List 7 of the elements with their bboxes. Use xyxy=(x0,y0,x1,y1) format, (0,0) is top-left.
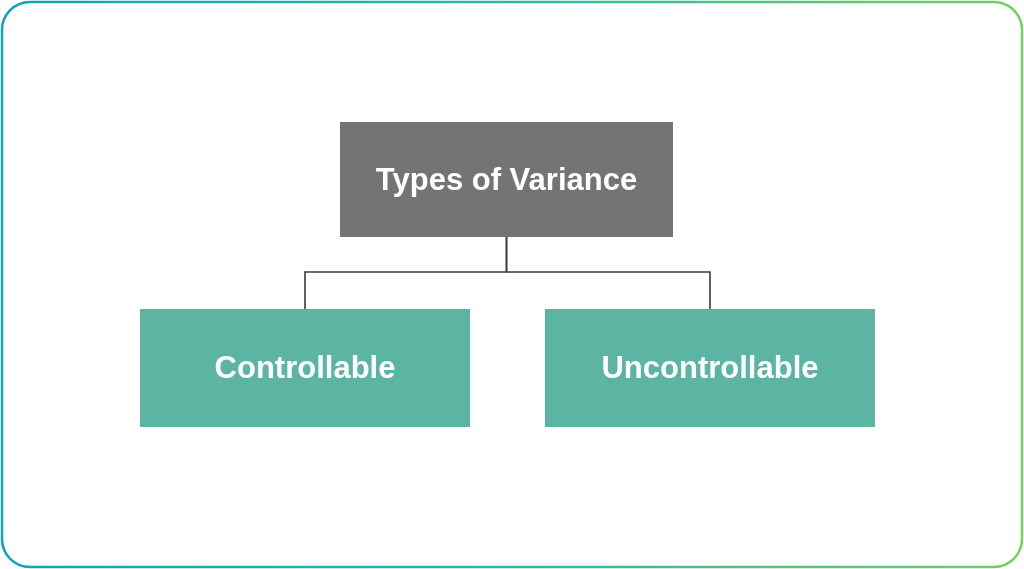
box-label: Uncontrollable xyxy=(601,350,819,386)
connector-line xyxy=(505,236,711,310)
category-box xyxy=(340,122,673,237)
type-box xyxy=(545,309,875,427)
box-label: Controllable xyxy=(214,350,396,386)
box-label: Types of Variance xyxy=(375,161,638,198)
type-box xyxy=(140,309,470,427)
